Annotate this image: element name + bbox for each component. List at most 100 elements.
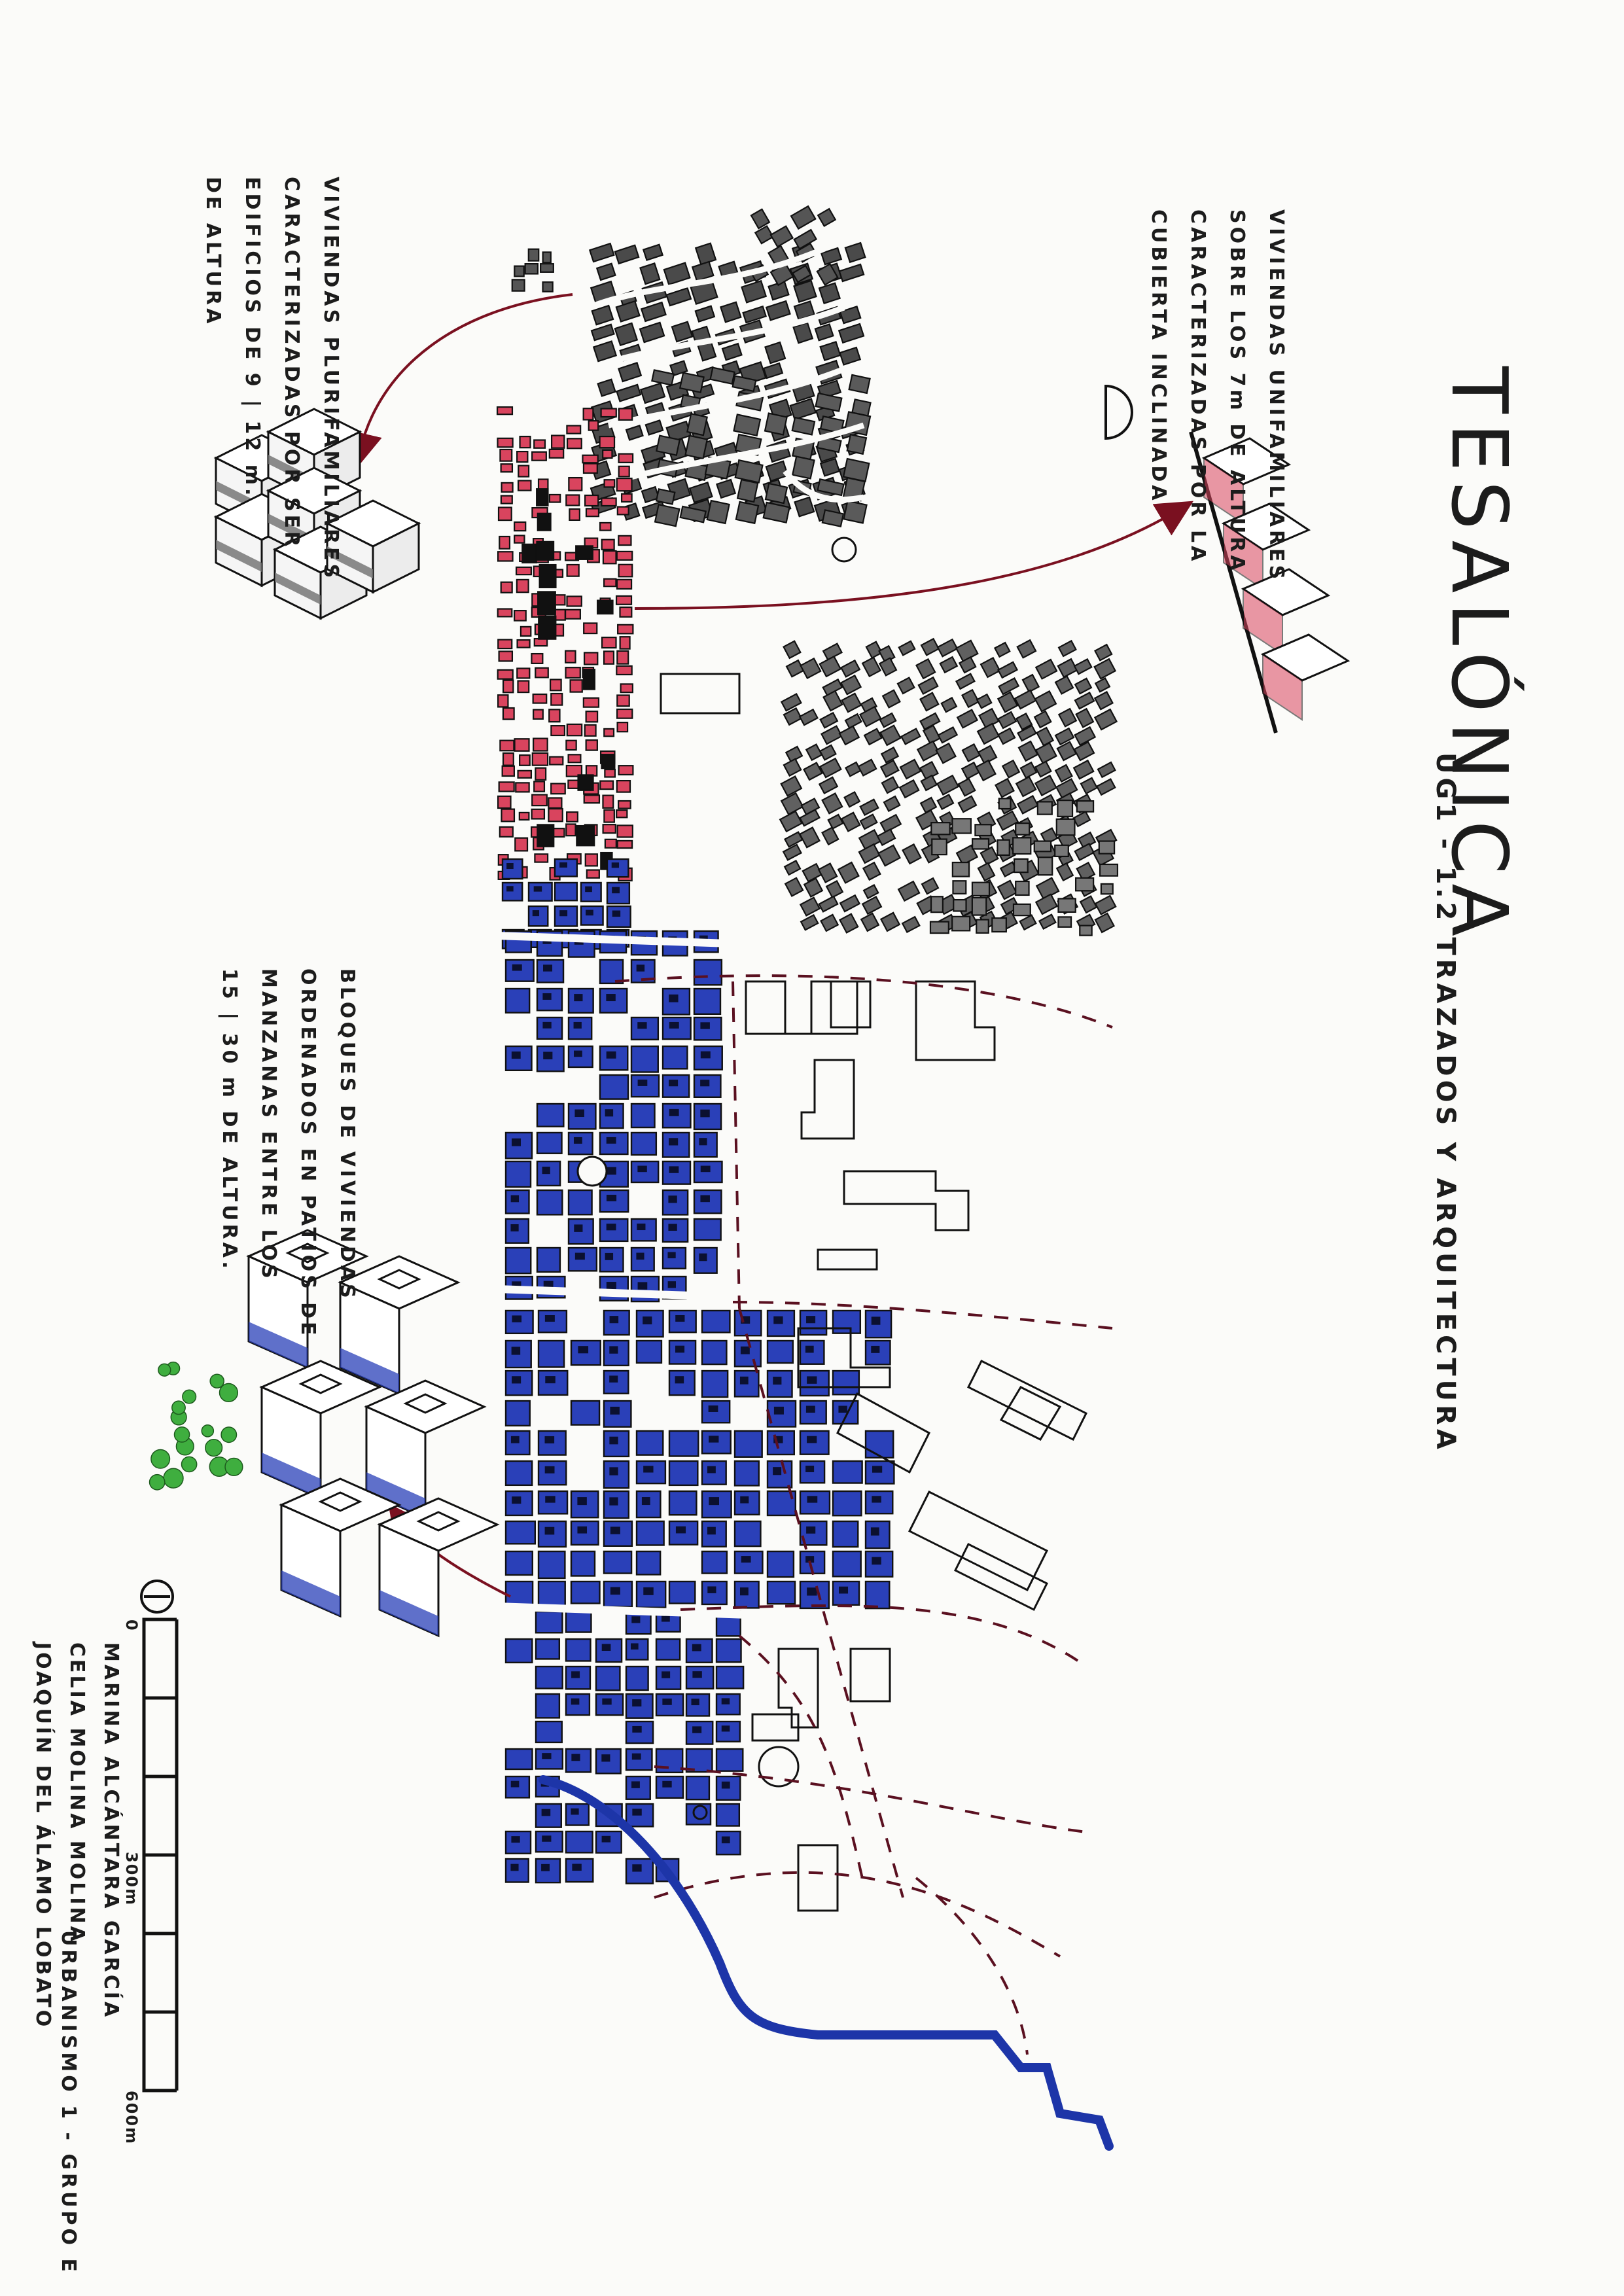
eastern-block xyxy=(783,707,803,726)
block-courtyard xyxy=(692,1726,702,1733)
public-building-outline xyxy=(843,1170,970,1231)
eastern-block xyxy=(820,913,839,932)
note-blocks: BLOQUES DE VIVIENDAS ORDENADOS EN PATIOS… xyxy=(209,968,366,1339)
apartment-block xyxy=(565,1830,593,1854)
old-town-block xyxy=(625,424,644,441)
old-town-block xyxy=(651,369,675,386)
apartment-block xyxy=(630,1103,656,1129)
single-family-block xyxy=(618,765,634,776)
block-courtyard xyxy=(807,1496,818,1503)
eastern-block xyxy=(821,826,839,846)
apartment-block xyxy=(595,1665,621,1691)
eastern-block xyxy=(827,813,844,830)
block-courtyard xyxy=(632,1699,642,1707)
note-line: VIVIENDAS UNIFAMILIARES xyxy=(1265,209,1288,583)
block-courtyard xyxy=(573,1050,582,1057)
block-courtyard xyxy=(610,1587,620,1595)
block-courtyard xyxy=(870,1527,879,1536)
block-courtyard xyxy=(573,1021,582,1029)
apartment-block xyxy=(580,881,602,902)
apartment-block xyxy=(693,959,723,986)
eastern-block xyxy=(1055,818,1076,836)
block-courtyard xyxy=(643,1466,654,1473)
single-family-block xyxy=(531,652,544,664)
eastern-block xyxy=(1037,857,1053,876)
eastern-block xyxy=(820,725,843,745)
eastern-block xyxy=(883,795,901,813)
single-family-block xyxy=(603,650,615,665)
single-family-block xyxy=(548,709,561,723)
eastern-block xyxy=(878,657,898,677)
apartment-block xyxy=(668,1460,699,1487)
single-family-block xyxy=(501,482,514,493)
single-family-block xyxy=(566,425,582,434)
block-courtyard xyxy=(571,1671,580,1678)
single-family-block xyxy=(582,408,594,421)
eastern-block xyxy=(803,762,823,781)
old-town-street xyxy=(607,363,852,429)
single-family-block xyxy=(534,853,549,863)
public-building-outline xyxy=(999,1386,1062,1441)
single-family-block xyxy=(497,639,513,650)
eastern-block xyxy=(1074,691,1095,710)
block-courtyard xyxy=(721,1725,730,1732)
eastern-block xyxy=(861,656,882,678)
eastern-block xyxy=(915,809,938,831)
block-courtyard xyxy=(699,1138,707,1146)
block-courtyard xyxy=(805,1465,815,1472)
block-courtyard xyxy=(574,1252,585,1260)
old-town-block xyxy=(641,486,660,504)
old-town-block xyxy=(741,279,768,304)
note-line: CARACTERIZADAS POR SER xyxy=(280,177,303,550)
single-family-block xyxy=(566,723,583,737)
single-family-block xyxy=(586,869,600,879)
single-family-block xyxy=(532,693,548,704)
public-building-outline xyxy=(777,1648,819,1729)
single-family-block xyxy=(616,477,633,492)
old-town-block xyxy=(588,242,615,263)
block-courtyard xyxy=(632,1864,642,1872)
eastern-block xyxy=(822,690,843,712)
landmark-outline xyxy=(692,1805,708,1820)
author-name: JOAQUÍN DEL ÁLAMO LOBATO xyxy=(31,1642,54,2030)
tree-symbol xyxy=(182,1389,197,1404)
public-building-outline xyxy=(915,980,996,1061)
eastern-block xyxy=(993,641,1011,658)
old-town-block xyxy=(762,362,784,380)
apartment-block xyxy=(715,1748,744,1772)
old-town-street xyxy=(627,422,865,481)
single-family-block xyxy=(550,692,563,706)
old-town-block xyxy=(733,414,762,437)
apartment-block xyxy=(537,1339,565,1368)
block-courtyard xyxy=(571,1808,579,1815)
old-town-block xyxy=(817,478,845,497)
tree-symbol xyxy=(201,1424,215,1438)
apartment-block xyxy=(715,1638,742,1663)
old-town-block xyxy=(694,242,717,266)
apartment-block xyxy=(766,1339,794,1364)
block-courtyard xyxy=(610,1406,620,1415)
single-family-block xyxy=(583,652,599,665)
eastern-block xyxy=(1054,675,1074,695)
avenue xyxy=(497,1285,884,1306)
apartment-block xyxy=(799,1580,830,1610)
public-building-outline xyxy=(849,1648,891,1703)
block-courtyard xyxy=(606,994,616,1002)
apartment-block xyxy=(766,1580,796,1605)
single-family-block xyxy=(603,479,616,488)
single-family-block xyxy=(603,578,617,588)
eastern-block xyxy=(896,677,915,695)
eastern-block xyxy=(951,915,971,932)
block-courtyard xyxy=(574,1109,584,1118)
old-town-block xyxy=(817,207,837,228)
block-courtyard xyxy=(669,1166,679,1173)
apartment-block xyxy=(535,1610,563,1634)
eastern-block xyxy=(1093,708,1118,731)
single-family-block xyxy=(616,722,629,733)
apartment-block xyxy=(537,1369,569,1396)
single-family-block xyxy=(517,769,533,779)
eastern-block xyxy=(1034,690,1057,713)
old-town-block xyxy=(694,305,716,323)
eastern-block xyxy=(1040,827,1059,845)
block-courtyard xyxy=(871,1316,881,1325)
